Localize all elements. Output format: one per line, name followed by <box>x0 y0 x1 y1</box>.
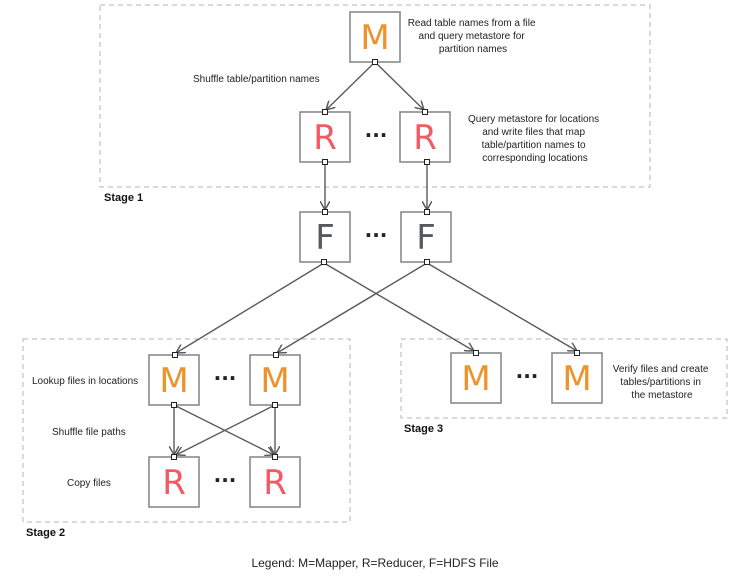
mapper-letter: M <box>461 359 490 399</box>
port <box>574 350 580 356</box>
stage-2-label: Stage 2 <box>26 527 65 539</box>
edges <box>174 61 577 455</box>
edge-f2-s2m2 <box>277 262 428 353</box>
edge-s2m2-r1 <box>176 404 276 455</box>
stage-1-container <box>99 4 651 188</box>
port <box>424 259 430 265</box>
mapper-letter: M <box>260 361 289 401</box>
file-letter: F <box>416 218 436 258</box>
mapper-letter: M <box>360 18 389 58</box>
reducer-letter: R <box>162 463 186 503</box>
node-stage1-reducer-2: R <box>399 111 451 163</box>
port <box>272 402 278 408</box>
edge-s1m-r2 <box>374 61 424 110</box>
stage-3-label: Stage 3 <box>404 423 443 435</box>
note-stage1-shuffle: Shuffle table/partition names <box>193 74 320 85</box>
ellipsis-stage3-mappers: ··· <box>516 364 539 388</box>
port <box>171 454 177 460</box>
stage-2-container <box>22 338 351 523</box>
port <box>321 259 327 265</box>
ellipsis-stage2-reducers: ··· <box>214 468 237 492</box>
edge-f2-s3m2 <box>426 262 577 351</box>
port <box>424 209 430 215</box>
port <box>171 402 177 408</box>
port <box>172 352 178 358</box>
ellipsis-stage1-reducers: ··· <box>365 123 388 147</box>
node-stage2-mapper-1: M <box>148 354 200 406</box>
file-letter: F <box>315 218 335 258</box>
node-hdfs-file-1: F <box>299 211 351 263</box>
port <box>424 159 430 165</box>
node-stage2-reducer-1: R <box>148 456 200 508</box>
node-stage1-reducer-1: R <box>299 111 351 163</box>
reducer-letter: R <box>313 118 337 158</box>
node-stage3-mapper-2: M <box>551 352 603 404</box>
ellipsis-files: ··· <box>365 223 388 247</box>
port <box>273 352 279 358</box>
reducer-letter: R <box>413 118 437 158</box>
note-stage3-mapper: Verify files and create tables/partition… <box>613 364 711 401</box>
legend: Legend: M=Mapper, R=Reducer, F=HDFS File <box>251 556 498 570</box>
stage-3-container <box>400 338 728 419</box>
ellipsis-stage2-mappers: ··· <box>214 366 237 390</box>
node-stage2-reducer-2: R <box>249 456 301 508</box>
node-stage1-mapper: M <box>349 11 401 63</box>
note-stage2-mapper: Lookup files in locations <box>32 376 138 387</box>
note-stage1-mapper: Read table names from a file and query m… <box>408 18 539 55</box>
port <box>372 59 378 65</box>
mapper-letter: M <box>159 361 188 401</box>
stage-1-label: Stage 1 <box>104 192 143 204</box>
node-hdfs-file-2: F <box>400 211 452 263</box>
edge-f1-s2m1 <box>176 262 325 353</box>
mapper-letter: M <box>562 359 591 399</box>
port <box>473 350 479 356</box>
reducer-letter: R <box>263 463 287 503</box>
port <box>322 209 328 215</box>
edge-f1-s3m1 <box>323 262 474 351</box>
note-stage1-reducer: Query metastore for locations and write … <box>468 114 602 164</box>
port <box>422 109 428 115</box>
edge-s1m-r1 <box>326 61 376 110</box>
ports <box>171 59 580 460</box>
note-stage2-reducer: Copy files <box>67 478 111 489</box>
note-stage2-shuffle: Shuffle file paths <box>52 427 126 438</box>
port <box>272 454 278 460</box>
node-stage3-mapper-1: M <box>450 352 502 404</box>
port <box>322 109 328 115</box>
node-stage2-mapper-2: M <box>249 354 301 406</box>
port <box>322 159 328 165</box>
